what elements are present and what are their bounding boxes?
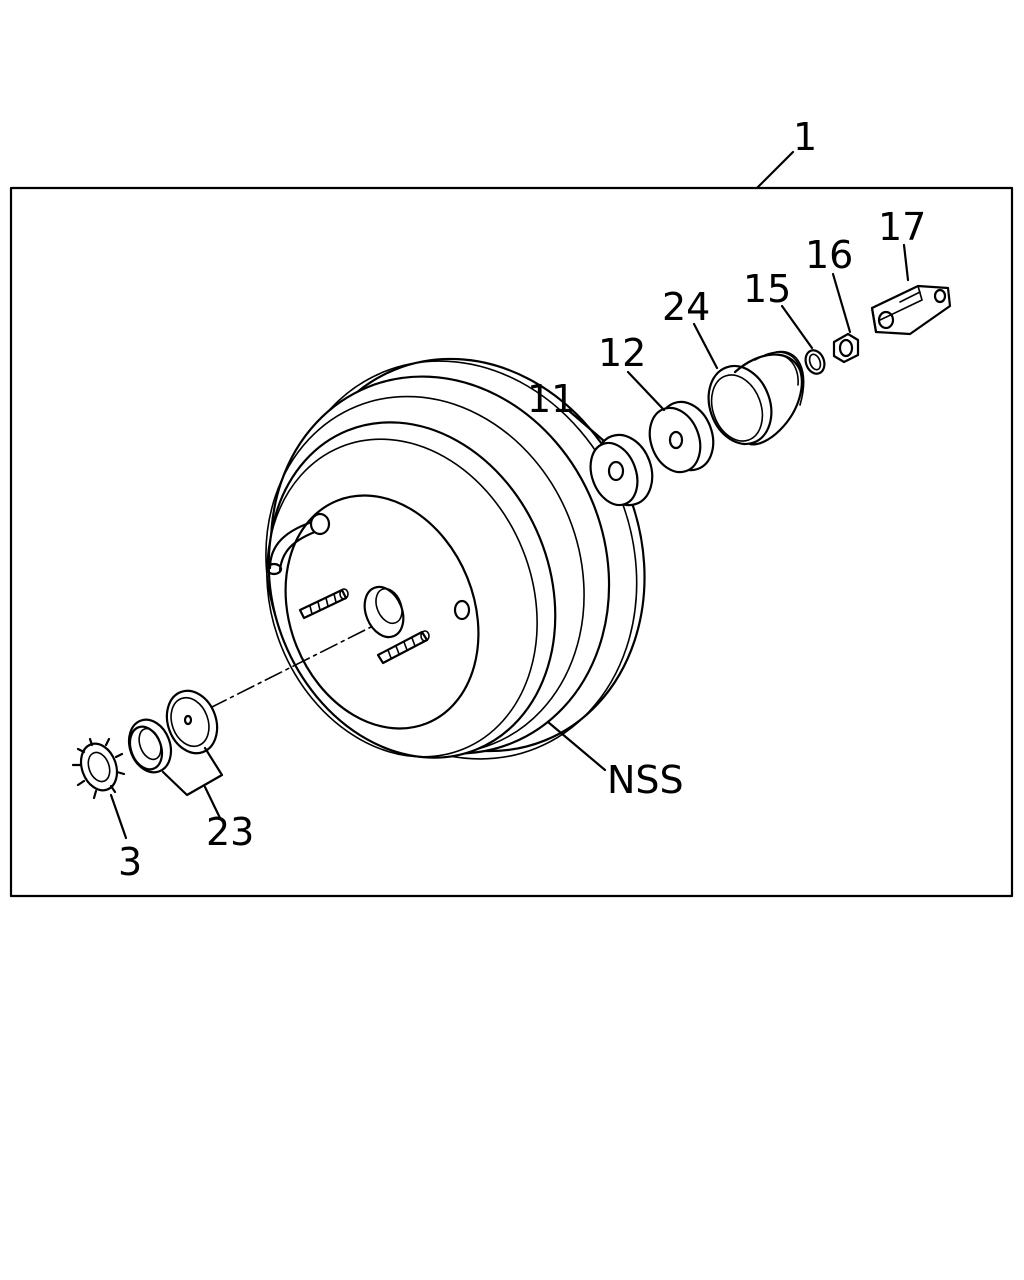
callout-1: 1 [793,115,817,159]
part-12-disc [626,370,715,474]
part-15-ring [780,304,826,375]
callout-3: 3 [118,840,142,884]
callout-12: 12 [598,331,646,375]
callout-nss: NSS [607,758,684,802]
mounting-stud-lower [376,630,430,665]
part-11-disc [566,408,654,507]
callout-23: 23 [206,810,254,854]
part-3-lock-washer [71,737,128,840]
part-17-clevis [870,243,952,336]
callout-16: 16 [805,233,853,277]
vacuum-pipe [265,512,331,576]
callout-24: 24 [662,285,710,329]
part-24-boot [692,322,805,446]
callout-15: 15 [743,267,791,311]
part-23-seal-kit [127,689,224,820]
mounting-stud-upper [298,588,349,620]
callout-17: 17 [878,205,926,249]
assembly-frame [9,150,1014,898]
part-16-nut [831,272,860,364]
callout-11: 11 [527,377,575,421]
booster-housing [209,357,646,772]
